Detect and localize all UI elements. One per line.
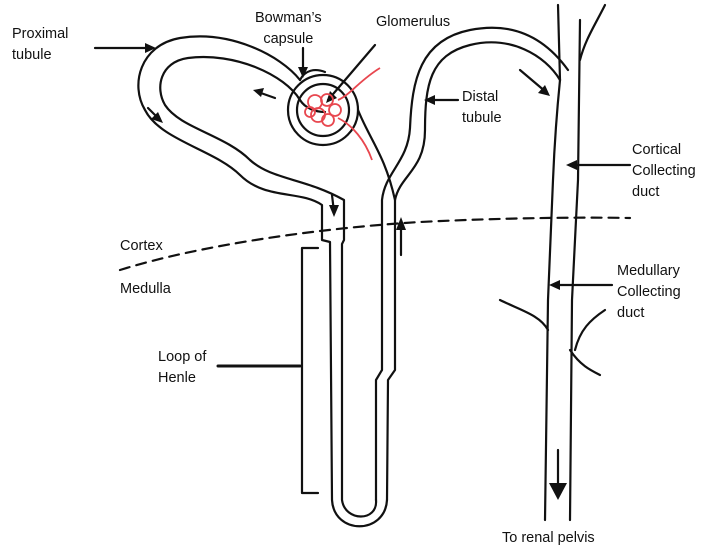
collecting-duct-tail — [570, 350, 600, 375]
distal-loop — [358, 110, 395, 200]
proximal-tubule-pointer-head — [145, 43, 156, 53]
label-medullary-collecting-duct: Medullary Collecting duct — [617, 261, 681, 324]
flow-arrow-descending-head — [329, 205, 339, 217]
collecting-duct-lower-right-branch — [575, 310, 605, 350]
cortical-duct-pointer-head — [566, 160, 577, 170]
label-cortical-collecting-duct: Cortical Collecting duct — [632, 140, 696, 203]
cortex-medulla-boundary — [120, 218, 630, 270]
label-to-renal-pelvis: To renal pelvis — [502, 528, 595, 549]
collecting-duct-lower-left-branch — [500, 300, 548, 330]
medullary-duct-pointer-head — [549, 280, 560, 290]
label-medulla: Medulla — [120, 279, 171, 300]
label-proximal-tubule: Proximal tubule — [12, 24, 68, 66]
label-distal-tubule: Distal tubule — [462, 87, 502, 129]
collecting-duct-top-branch — [558, 5, 560, 80]
label-cortex: Cortex — [120, 236, 163, 257]
label-glomerulus: Glomerulus — [376, 12, 450, 33]
collecting-duct-top-right-branch — [580, 5, 605, 60]
label-loop-of-henle: Loop of Henle — [158, 347, 206, 389]
flow-arrow-pelvis-head — [549, 483, 567, 500]
flow-arrow-capsule-head — [253, 88, 264, 97]
label-bowmans-capsule: Bowman’s capsule — [255, 8, 322, 50]
loop-of-henle-bracket — [302, 248, 318, 493]
collecting-duct-right — [570, 20, 580, 520]
